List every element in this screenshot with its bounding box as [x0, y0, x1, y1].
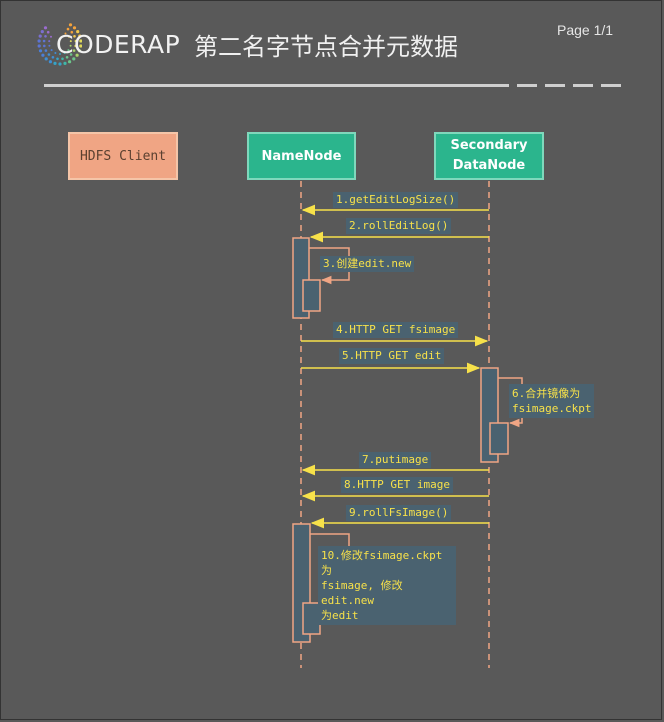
logo-dot	[73, 35, 76, 38]
logo-dot	[42, 39, 46, 43]
message-label: 6.合并镜像为 fsimage.ckpt	[509, 384, 595, 418]
logo-dot	[74, 39, 78, 43]
message-label: 3.创建edit.new	[320, 256, 415, 272]
page-title: 第二名字节点合并元数据	[194, 33, 458, 61]
message-label: 9.rollFsImage()	[346, 505, 452, 521]
logo-dot	[68, 35, 70, 38]
logo-dot	[38, 34, 42, 38]
secondary-nested-activation	[489, 422, 509, 455]
logo-dot	[48, 60, 52, 64]
logo-dot	[72, 26, 77, 30]
logo-dot	[69, 53, 73, 56]
logo-dot	[50, 49, 53, 52]
logo-dot	[44, 35, 47, 38]
header-dash	[573, 84, 593, 87]
header-divider	[44, 84, 509, 87]
message-label: 5.HTTP GET edit	[339, 348, 445, 364]
message-label: 2.rollEditLog()	[346, 218, 452, 234]
message-label: 4.HTTP GET fsimage	[333, 322, 459, 338]
header-dash	[545, 84, 565, 87]
logo-dot	[75, 53, 79, 57]
logo-dot	[63, 52, 66, 54]
actor-namenode: NameNode	[247, 132, 356, 180]
logo-dot	[48, 44, 51, 47]
logo-dot	[76, 30, 80, 34]
logo-dot	[77, 49, 82, 53]
message-label: 1.getEditLogSize()	[333, 192, 459, 208]
logo-dot	[72, 57, 76, 61]
logo-dot	[44, 49, 48, 52]
actor-hdfs-client: HDFS Client	[68, 132, 178, 180]
logo-dot	[43, 44, 46, 48]
logo-dot	[46, 30, 50, 34]
logo-dot	[54, 52, 57, 54]
logo-dot	[48, 40, 51, 43]
logo-text: CODERAP	[56, 30, 181, 59]
logo-dot	[78, 34, 82, 38]
logo-dot	[69, 40, 72, 43]
logo-dot	[47, 53, 51, 56]
message-label: 7.putimage	[359, 452, 432, 468]
logo-dot	[65, 56, 69, 59]
logo-dot	[43, 26, 48, 30]
logo-dot	[58, 62, 62, 66]
logo-dot	[41, 53, 45, 57]
logo-dot	[61, 57, 64, 61]
logo-dot	[37, 44, 41, 48]
logo-dot	[68, 60, 72, 64]
actor-secondary-namenode: Secondary DataNode	[434, 132, 544, 180]
header-dash	[601, 84, 621, 87]
message-label: 8.HTTP GET image	[341, 477, 453, 493]
logo-dot	[40, 30, 44, 34]
logo-dot	[72, 49, 76, 52]
logo-dot	[67, 49, 70, 52]
logo-dot	[79, 44, 82, 48]
logo-dot	[64, 32, 67, 35]
logo-dot	[37, 39, 41, 43]
coderap-logo-icon	[37, 23, 82, 66]
page-indicator: Page 1/1	[557, 22, 614, 38]
logo-dot	[68, 23, 73, 27]
logo-dot	[38, 49, 43, 53]
logo-dot	[56, 57, 59, 61]
logo-dot	[44, 57, 48, 61]
logo-dot	[70, 30, 74, 34]
logo-dot	[74, 44, 77, 48]
logo-dot	[69, 44, 72, 47]
header-dash	[517, 84, 537, 87]
logo-dot	[51, 56, 55, 59]
message-label: 10.修改fsimage.ckpt为 fsimage, 修改edit.new 为…	[318, 546, 456, 625]
logo-dot	[79, 39, 82, 43]
logo-dot	[50, 35, 52, 38]
logo-dot	[59, 53, 61, 55]
logo-dot	[63, 61, 67, 65]
namenode-nested-activation	[302, 279, 321, 312]
logo-dot	[53, 61, 57, 65]
logo-dot	[66, 27, 70, 31]
